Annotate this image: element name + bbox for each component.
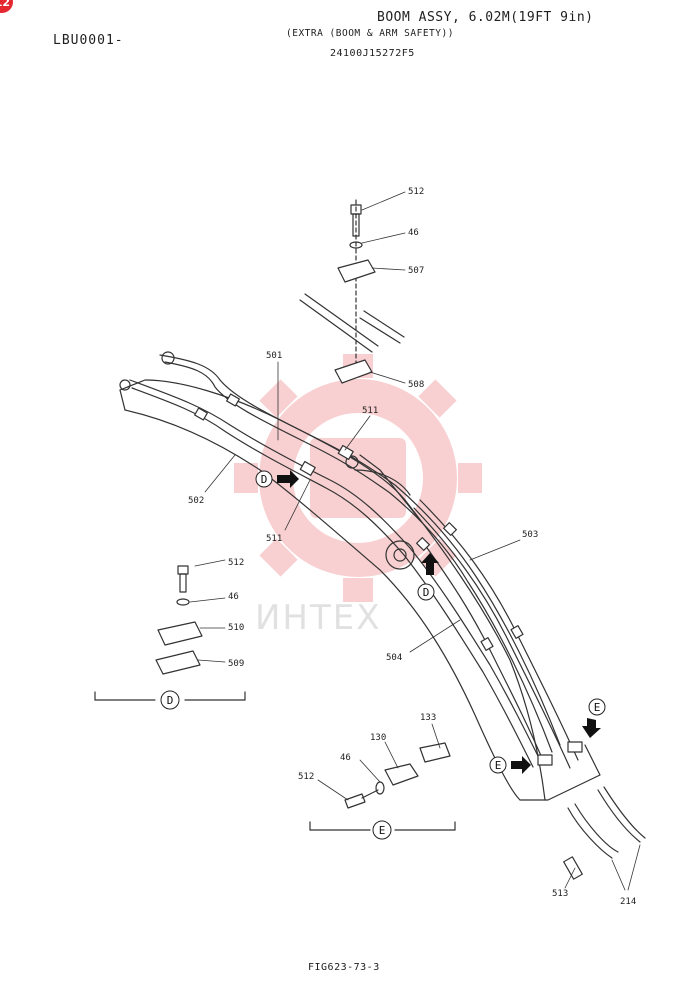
detail-e-parts (309, 742, 456, 831)
top-exploded-parts (299, 199, 405, 384)
callout-508: 508 (408, 380, 424, 390)
callout-503: 503 (522, 530, 538, 540)
callout-502: 502 (188, 496, 204, 506)
callout-507: 507 (408, 266, 424, 276)
callout-510: 510 (228, 623, 244, 633)
callout-512-detail-e: 512 (298, 772, 314, 782)
leader-lines (189, 191, 641, 891)
callout-130: 130 (370, 733, 386, 743)
callout-46-detail-e: 46 (340, 753, 351, 763)
hose-501 (159, 354, 561, 753)
detail-d-parts (94, 565, 246, 701)
boom-body (119, 351, 601, 801)
callout-512-detail-d: 512 (228, 558, 244, 568)
detail-section-e: E (379, 824, 386, 837)
page-number-badge: 12 (0, 0, 13, 13)
callout-513: 513 (552, 889, 568, 899)
callout-46-top: 46 (408, 228, 419, 238)
callout-509: 509 (228, 659, 244, 669)
callout-46-detail-d: 46 (228, 592, 239, 602)
callout-214: 214 (620, 897, 636, 907)
hose-214-and-fitting-513 (563, 786, 646, 880)
assembly-subtitle: (EXTRA (BOOM & ARM SAFETY)) (286, 28, 454, 39)
callout-511-bottom: 511 (266, 534, 282, 544)
hose-clamps (194, 393, 583, 766)
detail-marker-e-left: E (495, 759, 502, 772)
callout-501: 501 (266, 351, 282, 361)
detail-section-d: D (167, 694, 174, 707)
detail-arrows (277, 470, 601, 774)
hose-502 (129, 379, 541, 768)
callout-504: 504 (386, 653, 402, 663)
figure-id: FIG623-73-3 (308, 962, 380, 973)
detail-marker-d-left: D (261, 473, 268, 486)
detail-marker-e-right: E (594, 701, 601, 714)
watermark-text: ИНТЕХ (255, 598, 382, 638)
hose-504 (424, 544, 546, 766)
callout-133: 133 (420, 713, 436, 723)
assembly-title: BOOM ASSY, 6.02M(19FT 9in) (377, 10, 594, 25)
assembly-part-number: 24100J15272F5 (330, 48, 415, 59)
callout-511-top: 511 (362, 406, 378, 416)
detail-marker-d-bottom: D (423, 586, 430, 599)
callout-512-top: 512 (408, 187, 424, 197)
document-code: LBU0001- (53, 33, 124, 48)
